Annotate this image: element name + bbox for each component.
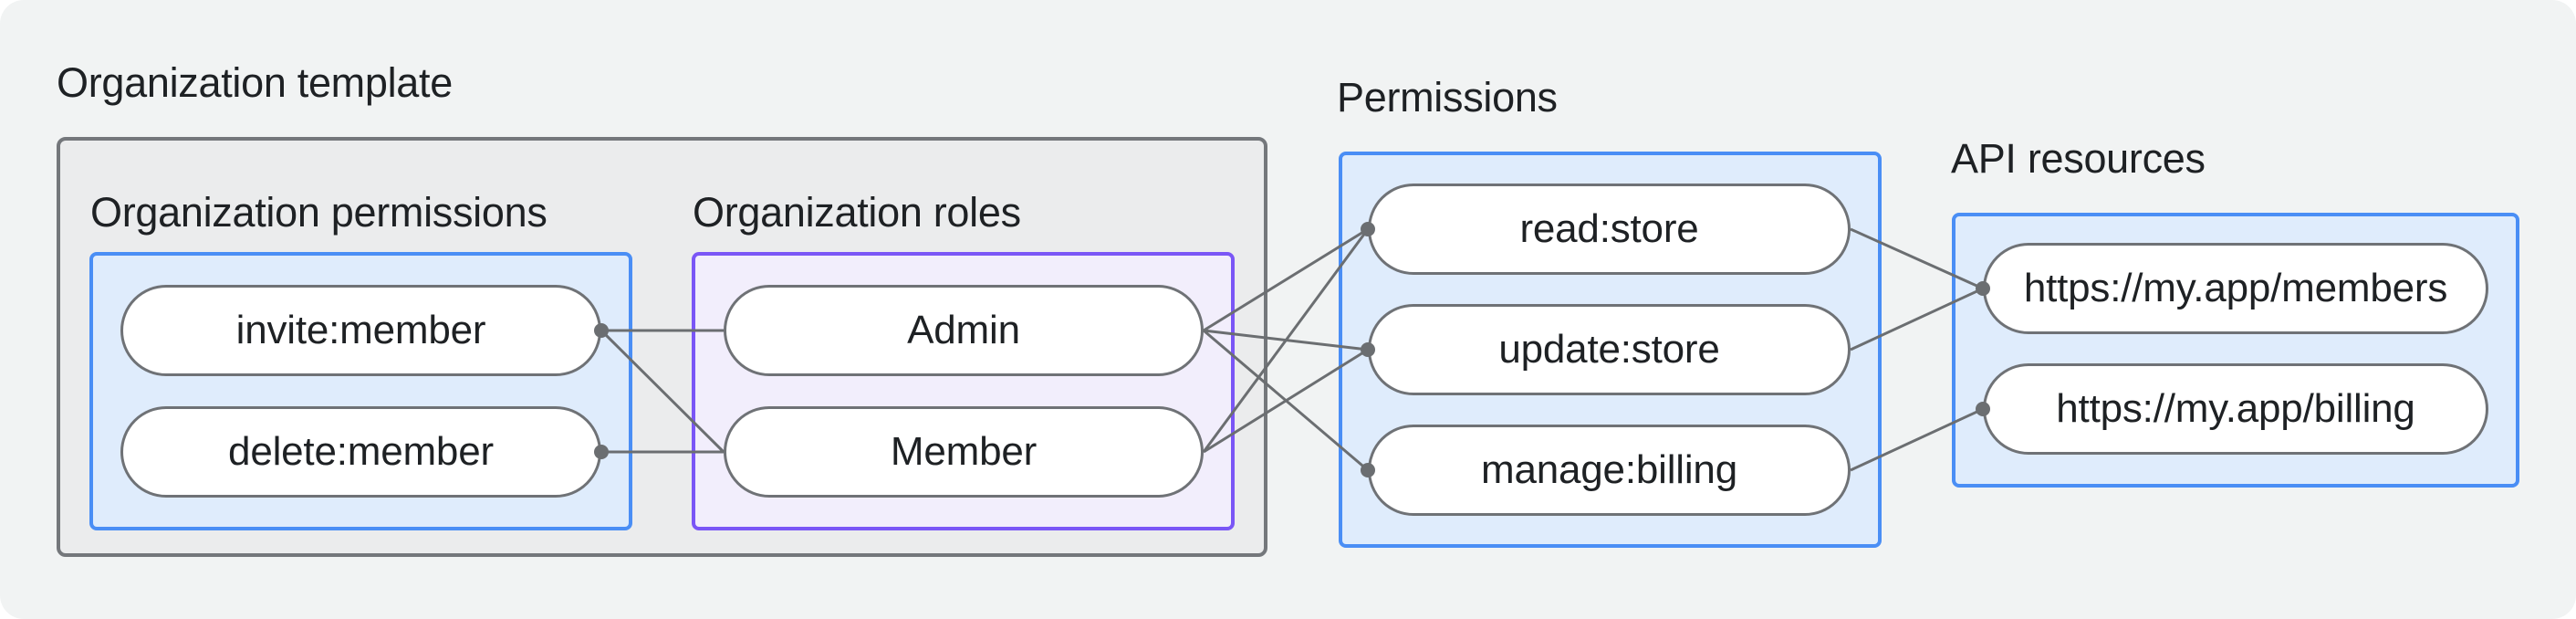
node-member-role-label: Member xyxy=(890,429,1038,474)
node-read-store-label: read:store xyxy=(1519,206,1699,251)
node-admin-role-label: Admin xyxy=(907,308,1020,352)
organization-permissions-label: Organization permissions xyxy=(90,189,548,236)
node-manage-billing: manage:billing xyxy=(1368,425,1851,516)
node-update-store-label: update:store xyxy=(1498,327,1720,372)
node-invite-member: invite:member xyxy=(120,285,601,376)
node-update-store: update:store xyxy=(1368,304,1851,395)
node-delete-member-label: delete:member xyxy=(228,429,494,474)
node-delete-member: delete:member xyxy=(120,406,601,498)
node-manage-billing-label: manage:billing xyxy=(1481,447,1737,492)
node-members-api-resource: https://my.app/members xyxy=(1983,243,2488,334)
node-billing-api-resource-label: https://my.app/billing xyxy=(2056,386,2415,431)
node-members-api-resource-label: https://my.app/members xyxy=(2023,266,2448,310)
node-read-store: read:store xyxy=(1368,184,1851,275)
node-invite-member-label: invite:member xyxy=(235,308,486,352)
node-member-role: Member xyxy=(724,406,1204,498)
permissions-label: Permissions xyxy=(1337,74,1558,121)
organization-template-label: Organization template xyxy=(57,59,453,106)
api-resources-label: API resources xyxy=(1951,135,2206,182)
node-admin-role: Admin xyxy=(724,285,1204,376)
organization-roles-label: Organization roles xyxy=(693,189,1021,236)
node-billing-api-resource: https://my.app/billing xyxy=(1983,363,2488,455)
